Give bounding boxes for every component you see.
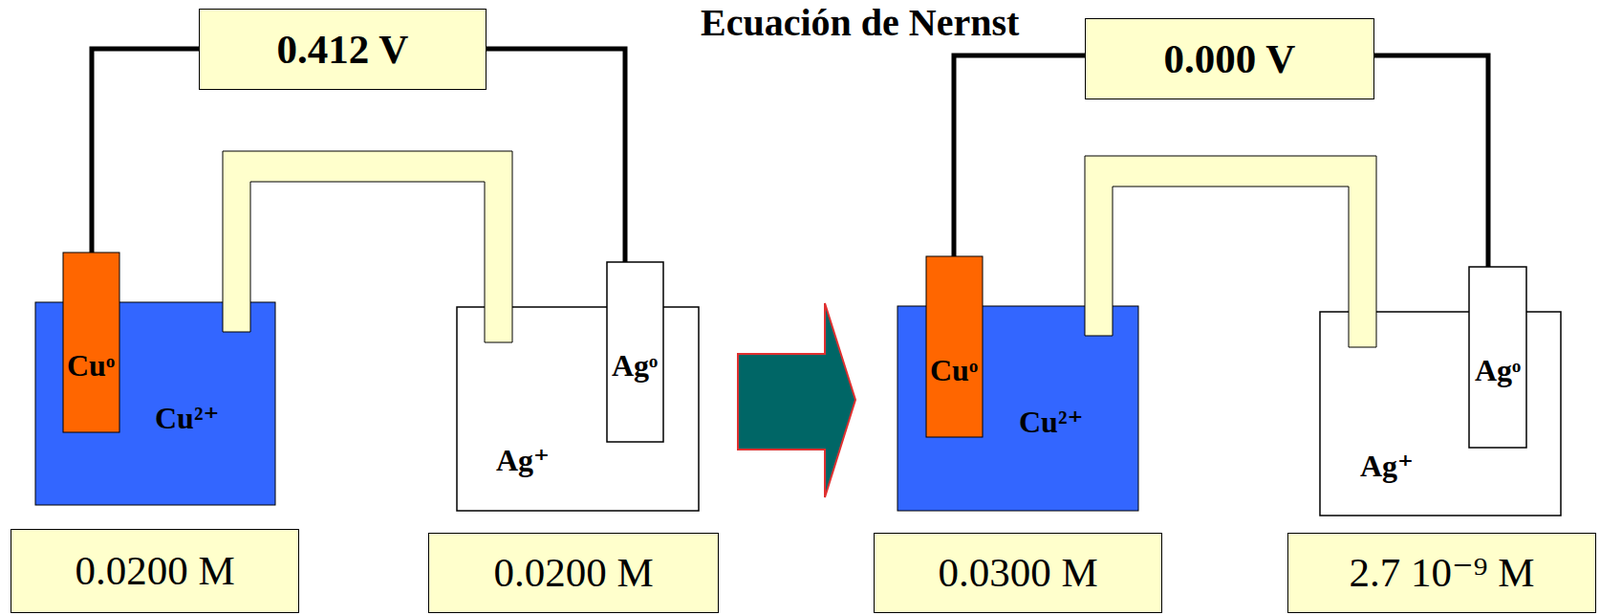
salt-bridge [222,151,513,343]
voltmeter-reading: 0.412 V [198,8,487,90]
wire [91,48,199,255]
process-arrow [737,302,856,498]
box-text: 2.7 10⁻⁹ M [1348,549,1535,595]
copper-electrode [63,252,120,433]
voltmeter-reading: 0.000 V [1084,18,1375,100]
concentration-box: 2.7 10⁻⁹ M [1287,532,1597,613]
diagram-title: Ecuación de Nernst [700,1,1019,44]
concentration-box: 0.0300 M [873,532,1163,613]
electrode-label: Agᵒ [1474,353,1521,388]
wire [1374,55,1489,270]
silver-electrode [1469,266,1527,448]
silver-electrode [606,261,664,442]
concentration-box: 0.0200 M [428,532,719,613]
concentration-box: 0.0200 M [10,528,300,613]
box-text: 0.0200 M [74,547,235,593]
ion-label: Cu²⁺ [154,401,219,435]
copper-electrode [926,256,983,437]
electrode-label: Cuᵒ [929,353,978,388]
ion-label: Cu²⁺ [1018,405,1083,439]
wire [953,55,1085,258]
electrode-label: Agᵒ [611,348,658,383]
box-text: 0.412 V [277,26,410,72]
ion-label: Ag⁺ [1360,449,1414,483]
salt-bridge [1084,155,1377,347]
box-text: 0.0200 M [493,549,653,595]
box-text: 0.0300 M [937,549,1098,595]
ion-label: Ag⁺ [496,443,550,477]
box-text: 0.000 V [1164,36,1297,82]
electrode-label: Cuᵒ [66,348,115,383]
